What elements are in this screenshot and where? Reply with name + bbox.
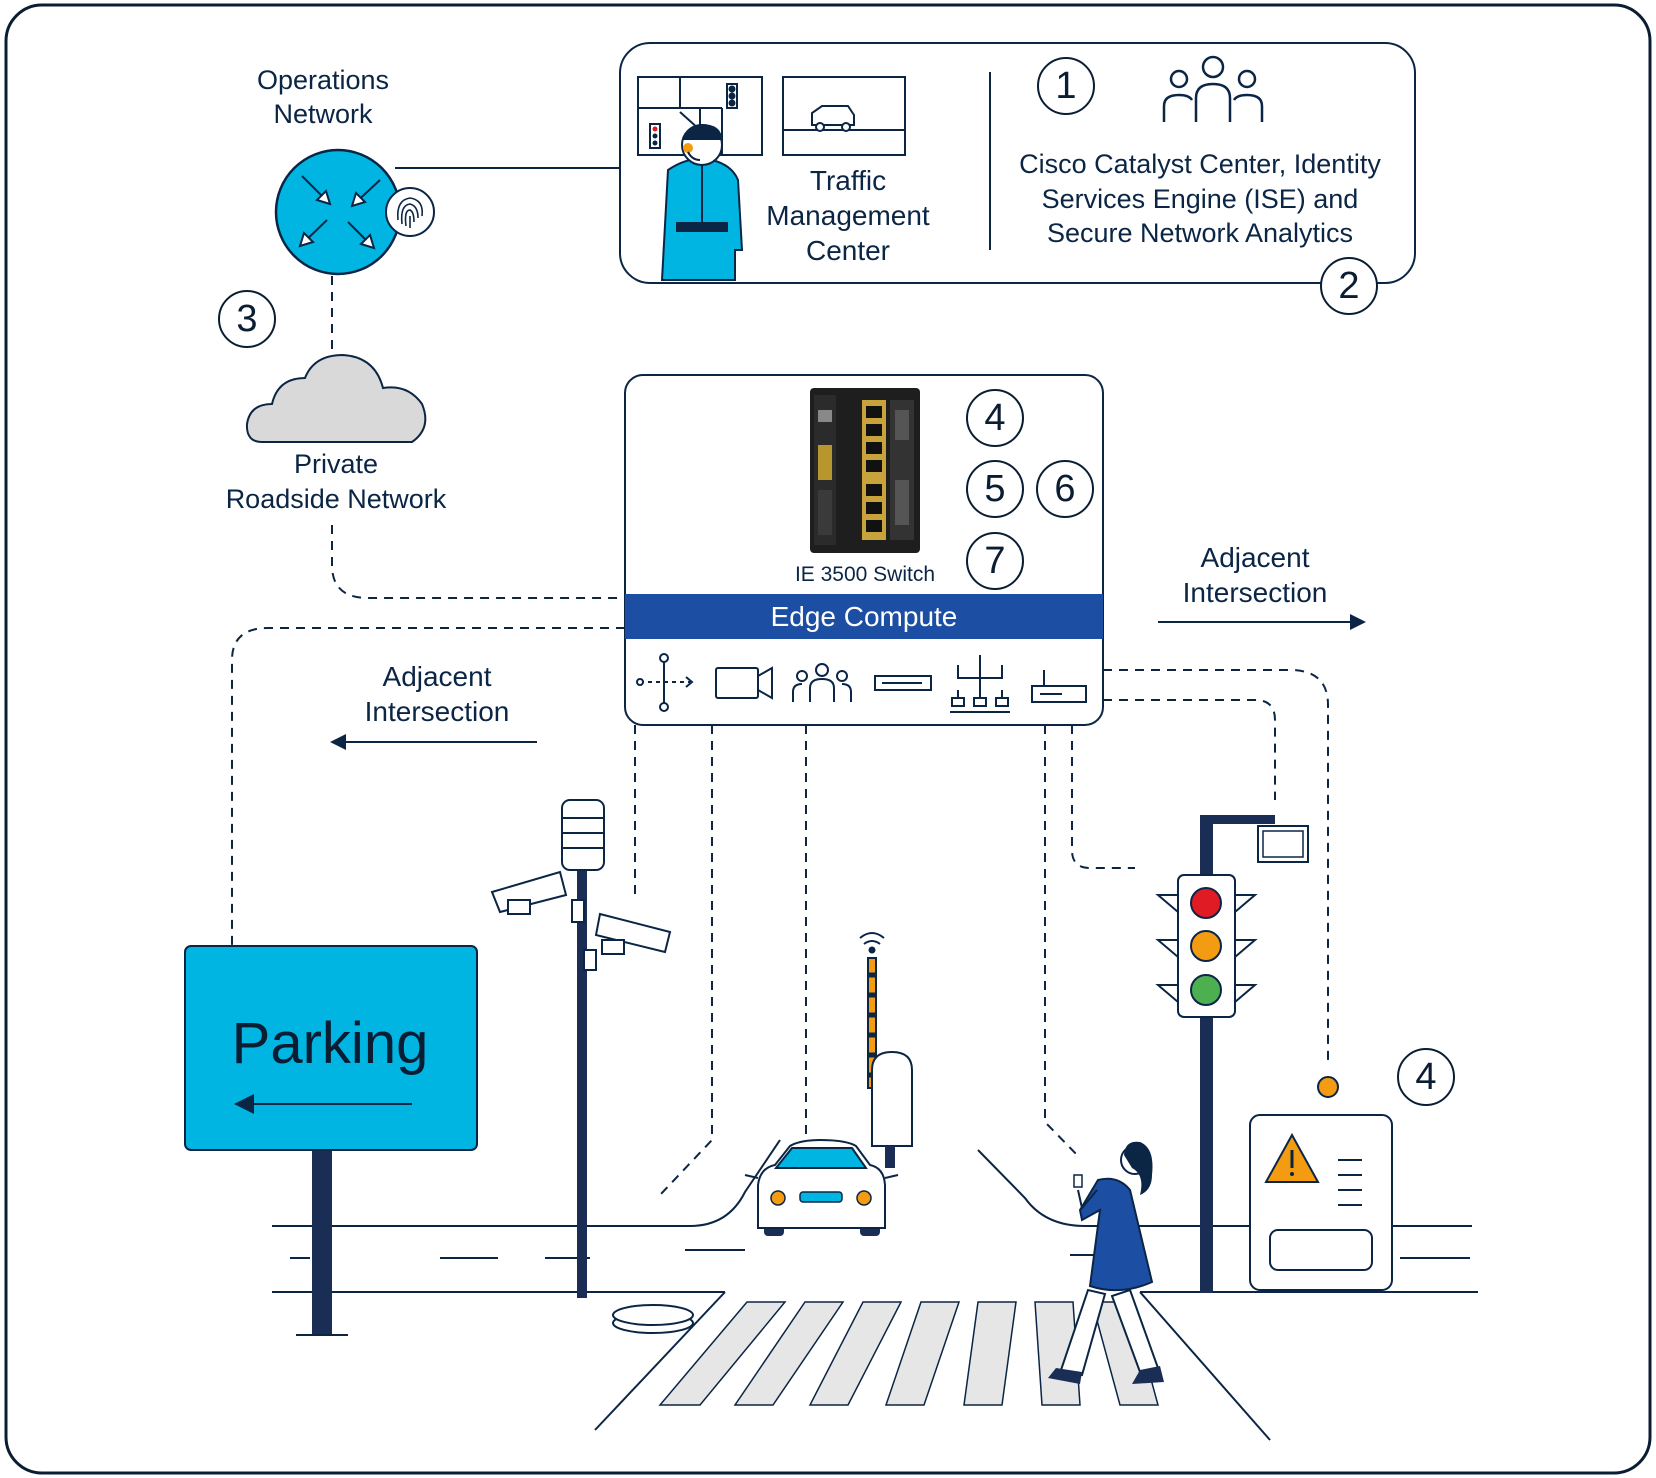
badge-2: 2 xyxy=(1320,257,1378,315)
badge-3: 3 xyxy=(218,290,276,348)
edge-dashed-links xyxy=(634,669,1329,1196)
operations-network-label: Operations Network xyxy=(256,65,390,129)
parking-sign xyxy=(184,945,478,1151)
badge-4-warning: 4 xyxy=(1397,1048,1455,1106)
parking-barrier xyxy=(859,932,913,1168)
rack-device-icon xyxy=(874,675,932,691)
badge-7: 7 xyxy=(966,532,1024,590)
edge-parking-dashed xyxy=(231,627,625,945)
traffic-management-center-label: Traffic Management Center xyxy=(766,165,930,266)
switch-name-label: IE 3500 Switch xyxy=(794,563,936,586)
wifi-icon xyxy=(859,932,885,954)
arrow-left-head xyxy=(330,734,346,750)
edge-compute-label: Edge Compute xyxy=(770,600,958,632)
access-point-icon xyxy=(1031,670,1087,703)
badge-5: 5 xyxy=(966,460,1024,518)
edge-compute-bar: Edge Compute xyxy=(625,594,1103,639)
badge-4: 4 xyxy=(966,389,1024,447)
warning-cabinet xyxy=(1249,1076,1393,1291)
hierarchy-icon xyxy=(950,655,1010,713)
parking-sign-label: Parking xyxy=(231,1011,429,1076)
car-screen-icon xyxy=(782,76,906,156)
adjacent-intersection-right-label: Adjacent Intersection xyxy=(1182,542,1328,608)
private-roadside-network-label: Private Roadside Network xyxy=(225,449,447,515)
badge-1: 1 xyxy=(1037,57,1095,115)
adjacent-intersection-left-label: Adjacent Intersection xyxy=(364,661,510,727)
cloud-icon xyxy=(245,353,427,443)
cisco-tools-label: Cisco Catalyst Center, Identity Services… xyxy=(1019,149,1381,249)
badge-6: 6 xyxy=(1036,460,1094,518)
roads xyxy=(272,1139,1478,1441)
users-icon xyxy=(792,663,852,702)
ie3500-switch-icon xyxy=(810,388,920,553)
operator-headset-icon xyxy=(660,124,744,281)
parking-post xyxy=(312,1150,332,1335)
arrow-right-head xyxy=(1350,614,1366,630)
sensor-icon xyxy=(636,653,694,712)
traffic-light xyxy=(1155,815,1309,1293)
manhole-icon xyxy=(612,1304,694,1334)
pedestrian-icon xyxy=(1048,1141,1164,1384)
cloud-edge-dashed xyxy=(331,525,625,599)
car-icon xyxy=(744,1138,899,1236)
users-icon xyxy=(1162,55,1264,122)
camera-pole xyxy=(490,799,672,1298)
router-fingerprint-icon xyxy=(274,148,435,276)
camera-icon xyxy=(715,666,773,700)
